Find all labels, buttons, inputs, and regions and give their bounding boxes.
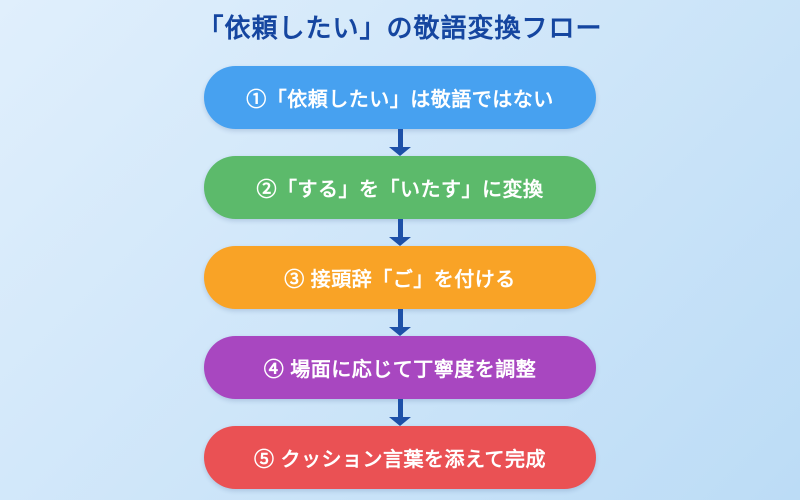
flow-step-2: ②「する」を「いたす」に変換 bbox=[204, 156, 596, 219]
flow-step-4: ④ 場面に応じて丁寧度を調整 bbox=[204, 336, 596, 399]
flow-step-5: ⑤ クッション言葉を添えて完成 bbox=[204, 426, 596, 489]
page-title: 「依頼したい」の敬語変換フロー bbox=[197, 13, 603, 43]
flow-step-5-label: ⑤ クッション言葉を添えて完成 bbox=[253, 449, 547, 471]
down-arrow-icon bbox=[389, 129, 411, 156]
down-arrow-icon bbox=[389, 309, 411, 336]
down-arrow-icon bbox=[389, 219, 411, 246]
arrow-head bbox=[389, 327, 411, 336]
flow-diagram: ①「依頼したい」は敬語ではない ②「する」を「いたす」に変換 ③ 接頭辞「ご」を… bbox=[204, 66, 596, 489]
arrow-head bbox=[389, 417, 411, 426]
arrow-head bbox=[389, 147, 411, 156]
flow-step-2-label: ②「する」を「いたす」に変換 bbox=[256, 179, 544, 201]
arrow-head bbox=[389, 237, 411, 246]
flow-step-1: ①「依頼したい」は敬語ではない bbox=[204, 66, 596, 129]
arrow-stem bbox=[397, 129, 403, 147]
arrow-stem bbox=[397, 399, 403, 417]
down-arrow-icon bbox=[389, 399, 411, 426]
flow-step-1-label: ①「依頼したい」は敬語ではない bbox=[246, 89, 554, 111]
flow-step-3-label: ③ 接頭辞「ご」を付ける bbox=[284, 269, 516, 291]
arrow-stem bbox=[397, 219, 403, 237]
flow-step-3: ③ 接頭辞「ご」を付ける bbox=[204, 246, 596, 309]
flow-step-4-label: ④ 場面に応じて丁寧度を調整 bbox=[263, 359, 537, 381]
arrow-stem bbox=[397, 309, 403, 327]
